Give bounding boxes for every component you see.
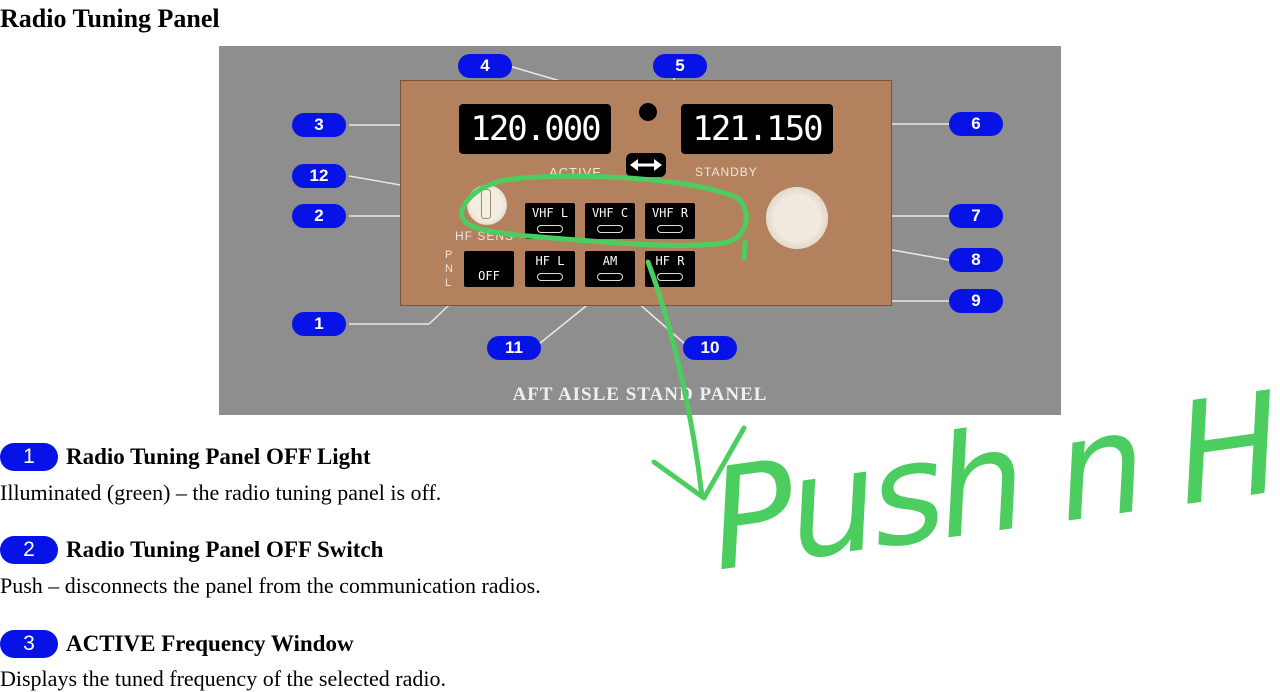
am-label: AM (602, 254, 618, 268)
hf-sens-knob[interactable] (467, 185, 507, 225)
off-switch[interactable]: OFF (464, 251, 514, 287)
vhf-l-label: VHF L (531, 206, 569, 220)
item-2-number: 2 (0, 536, 58, 564)
figure-caption: AFT AISLE STAND PANEL (512, 384, 768, 405)
hf-r-label: HF R (655, 254, 685, 268)
callout-5: 5 (653, 54, 707, 78)
hf-l-label: HF L (535, 254, 565, 268)
callout-11: 11 (487, 336, 541, 360)
indicator-bar (537, 225, 563, 233)
panel-figure: 120.000 121.150 ACTIVE STANDBY HF SENS P… (219, 46, 1061, 415)
indicator-bar (657, 225, 683, 233)
pnl-label-n: N (445, 263, 454, 275)
indicator-bar (597, 273, 623, 281)
item-1-description: Illuminated (green) – the radio tuning p… (0, 480, 442, 505)
item-2-title: Radio Tuning Panel OFF Switch (66, 537, 384, 562)
transfer-switch[interactable] (626, 153, 666, 177)
callout-7: 7 (949, 204, 1003, 228)
item-3-title: ACTIVE Frequency Window (66, 631, 354, 656)
callout-1: 1 (292, 312, 346, 336)
item-3-heading: 3 ACTIVE Frequency Window (0, 630, 354, 658)
vhf-c-button[interactable]: VHF C (585, 203, 635, 239)
radio-tuning-panel: 120.000 121.150 ACTIVE STANDBY HF SENS P… (400, 80, 892, 306)
callout-4: 4 (458, 54, 512, 78)
swap-arrows-icon (630, 159, 662, 171)
hf-r-button[interactable]: HF R (645, 251, 695, 287)
indicator-bar (657, 273, 683, 281)
vhf-l-button[interactable]: VHF L (525, 203, 575, 239)
active-frequency-display: 120.000 (459, 104, 611, 154)
vhf-r-button[interactable]: VHF R (645, 203, 695, 239)
indicator-bar (537, 273, 563, 281)
callout-9: 9 (949, 289, 1003, 313)
item-3-number: 3 (0, 630, 58, 658)
callout-6: 6 (949, 112, 1003, 136)
vhf-c-label: VHF C (591, 206, 629, 220)
standby-frequency-display: 121.150 (681, 104, 833, 154)
item-1-title: Radio Tuning Panel OFF Light (66, 444, 371, 469)
active-label: ACTIVE (549, 165, 602, 180)
pnl-label-l: L (445, 277, 453, 289)
item-1-heading: 1 Radio Tuning Panel OFF Light (0, 443, 371, 471)
item-3-description: Displays the tuned frequency of the sele… (0, 666, 446, 691)
item-2-description: Push – disconnects the panel from the co… (0, 573, 541, 598)
hf-sens-label: HF SENS (455, 229, 515, 243)
callout-3: 3 (292, 113, 346, 137)
callout-10: 10 (683, 336, 737, 360)
callout-12: 12 (292, 164, 346, 188)
item-1-number: 1 (0, 443, 58, 471)
frequency-selector-knob[interactable] (766, 187, 828, 249)
vhf-r-label: VHF R (651, 206, 689, 220)
hf-l-button[interactable]: HF L (525, 251, 575, 287)
page-title: Radio Tuning Panel (0, 4, 220, 33)
pnl-label-p: P (445, 249, 454, 261)
am-button[interactable]: AM (585, 251, 635, 287)
off-switch-label: OFF (478, 269, 500, 283)
standby-label: STANDBY (695, 165, 758, 179)
item-2-heading: 2 Radio Tuning Panel OFF Switch (0, 536, 383, 564)
callout-8: 8 (949, 248, 1003, 272)
indicator-bar (597, 225, 623, 233)
active-light (639, 103, 657, 121)
callout-2: 2 (292, 204, 346, 228)
